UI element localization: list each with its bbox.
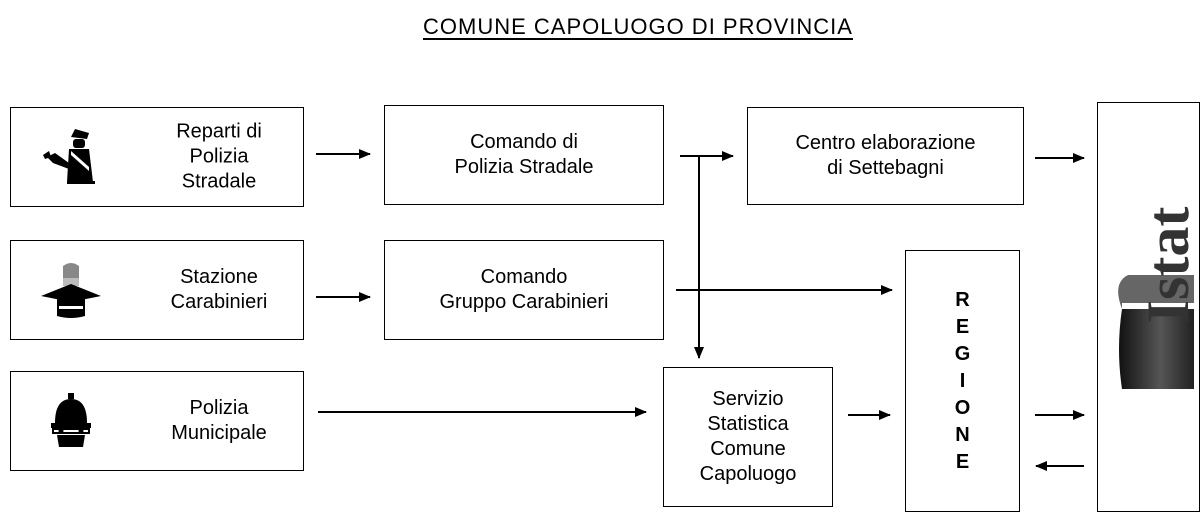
regione-letter: O — [954, 396, 971, 419]
traffic-police-officer-icon — [43, 129, 95, 184]
box-regione: R E G I O N E — [905, 250, 1020, 512]
regione-letter: N — [955, 423, 970, 446]
label-polizia-municipale: Polizia Municipale — [171, 397, 267, 444]
label-carabinieri: Stazione Carabinieri — [170, 266, 268, 313]
box-servizio-statistica: Servizio Statistica Comune Capoluogo — [663, 367, 833, 507]
box-centro-elaborazione: Centro elaborazione di Settebagni — [747, 107, 1024, 205]
diagram-title: COMUNE CAPOLUOGO DI PROVINCIA — [423, 14, 853, 39]
box-istat: Istat — [1097, 102, 1200, 512]
istat-logo-text: Istat — [1135, 207, 1200, 324]
regione-letter: R — [955, 288, 970, 311]
municipal-police-helmet-icon — [51, 393, 91, 447]
istat-logo: Istat — [1118, 207, 1200, 389]
regione-letter: E — [955, 450, 970, 473]
regione-letter: G — [954, 342, 971, 365]
box-comando-gruppo-carabinieri: Comando Gruppo Carabinieri — [384, 240, 664, 340]
label-polizia-stradale: Reparti di Polizia Stradale — [176, 120, 262, 193]
box-comando-polizia-stradale: Comando di Polizia Stradale — [384, 105, 664, 205]
regione-letter: I — [959, 369, 966, 392]
box-carabinieri: Stazione Carabinieri — [10, 240, 304, 340]
box-polizia-stradale: Reparti di Polizia Stradale — [10, 107, 304, 207]
regione-letter: E — [955, 315, 970, 338]
carabiniere-icon — [41, 263, 101, 318]
box-polizia-municipale: Polizia Municipale — [10, 371, 304, 471]
